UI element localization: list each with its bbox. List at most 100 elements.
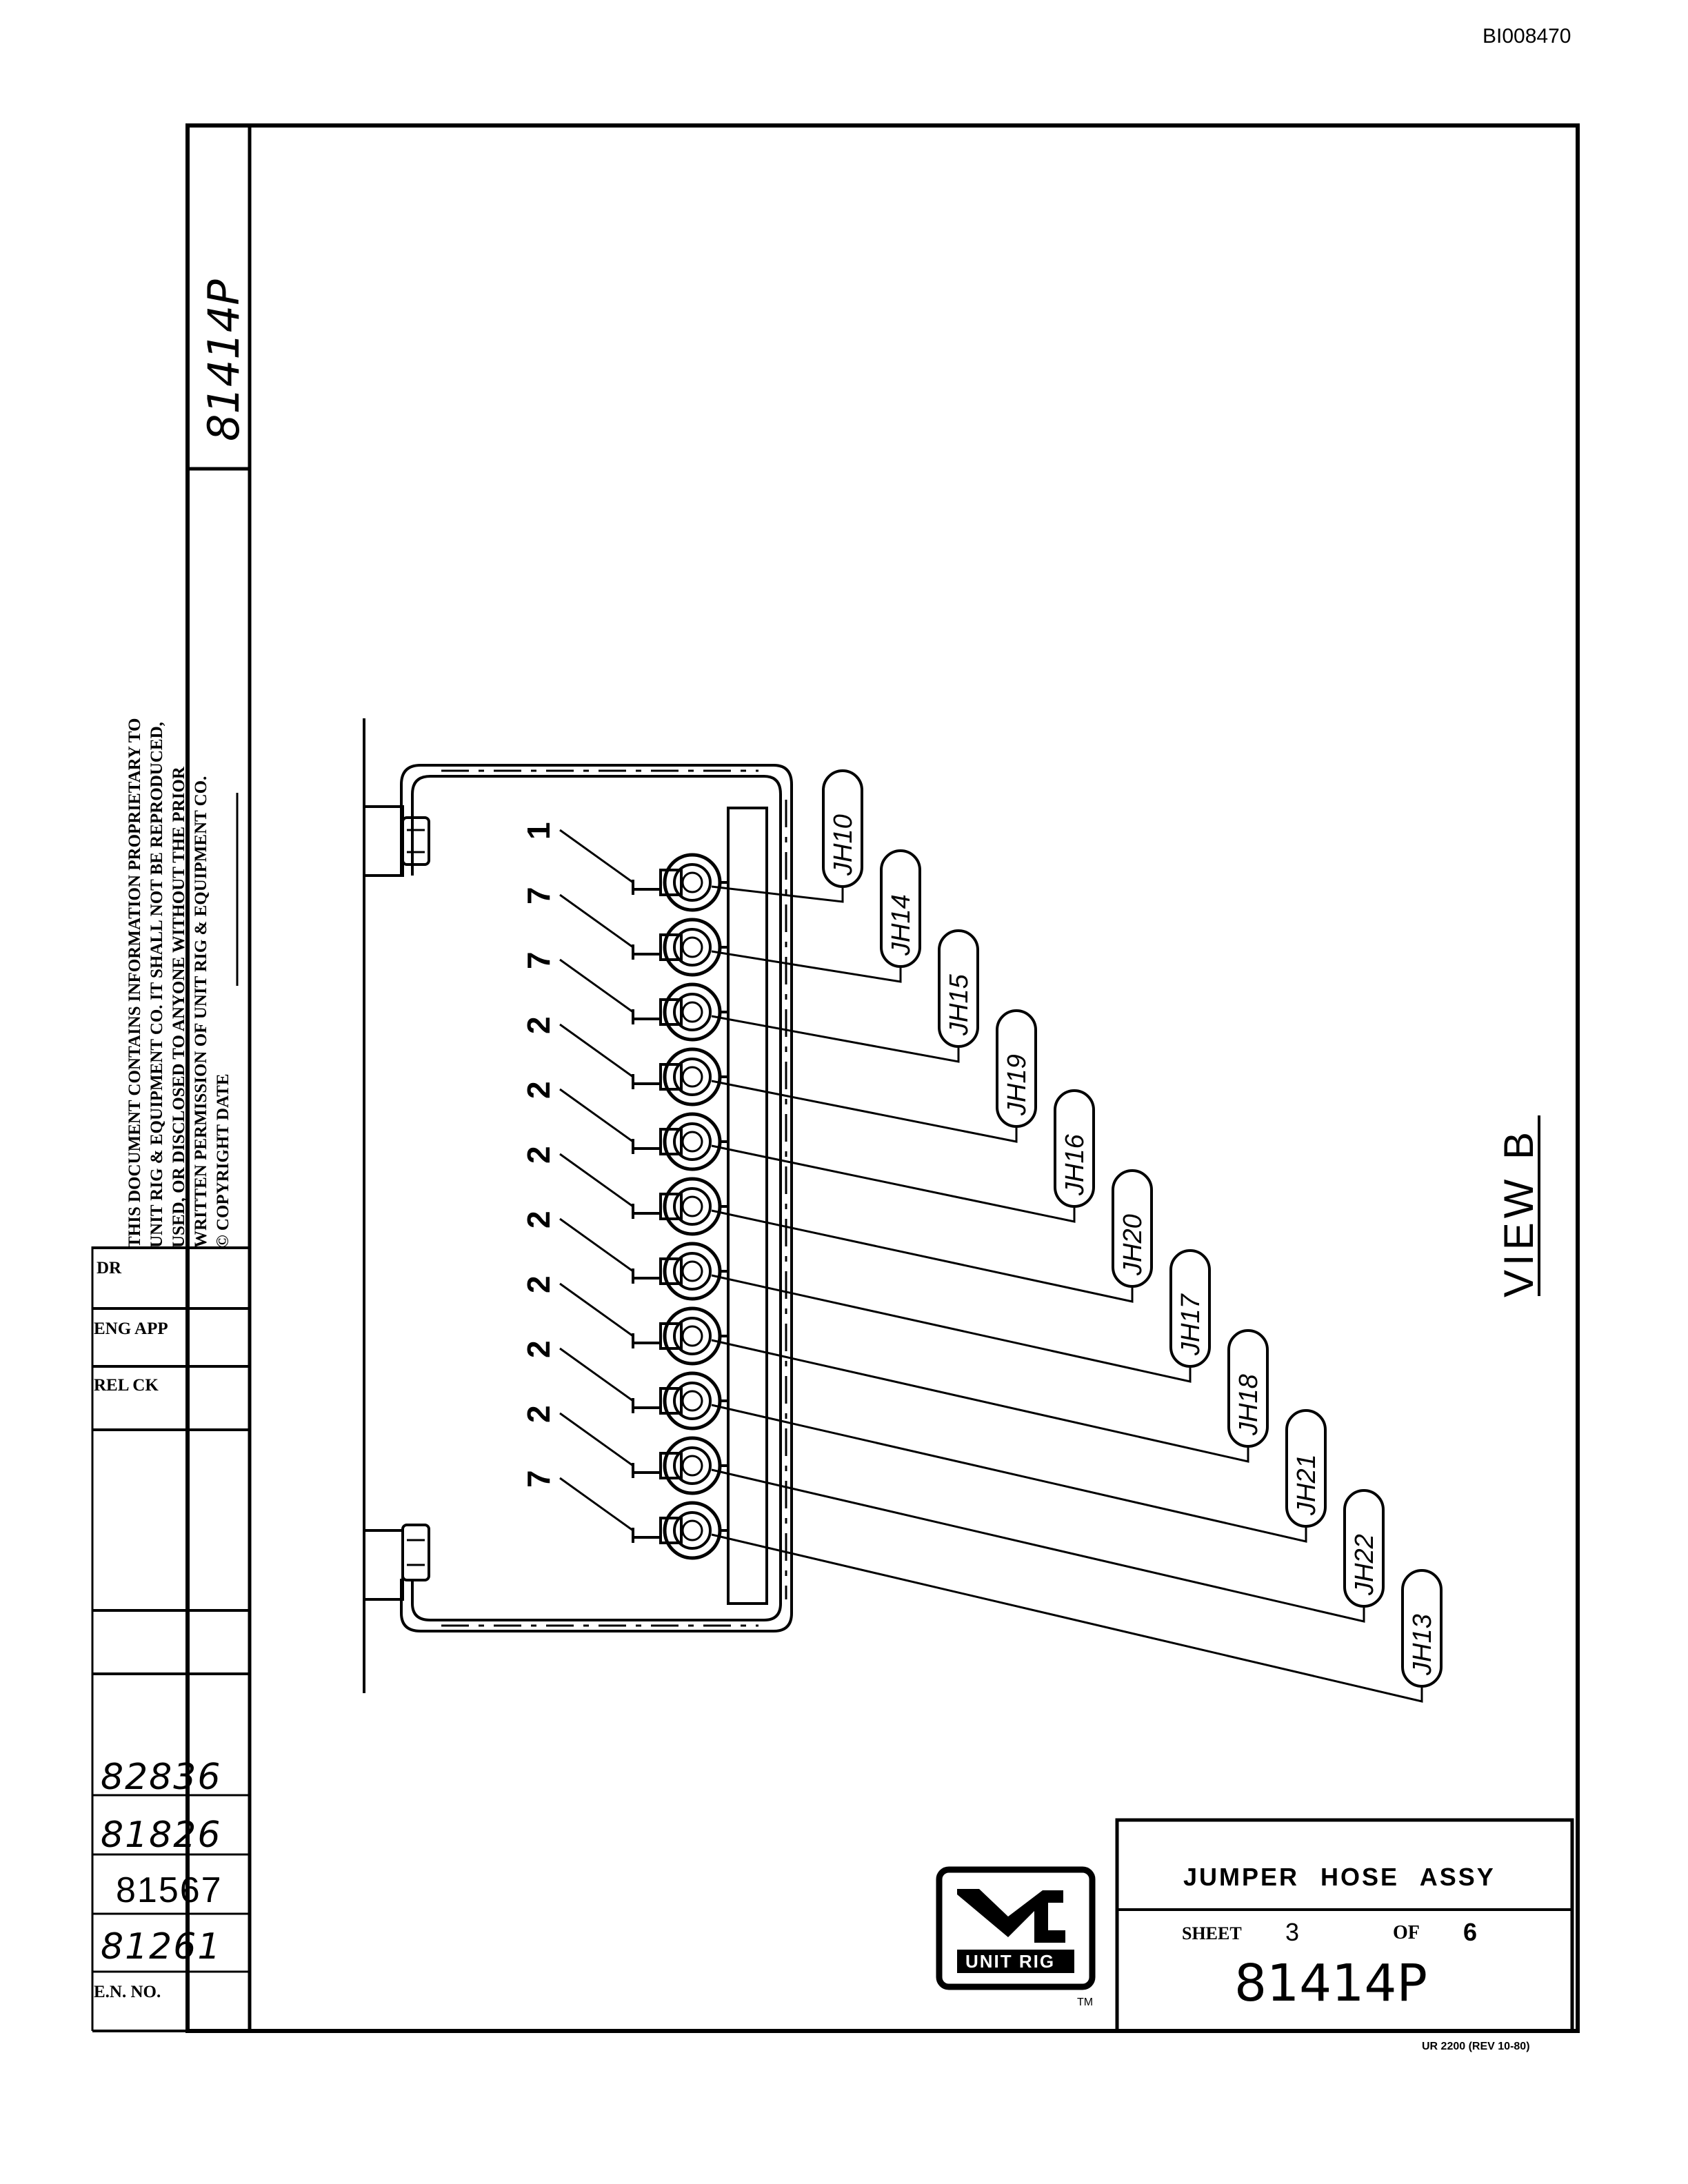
hose-label-bubble	[1401, 1569, 1443, 1688]
en-number: 81826	[101, 1814, 222, 1856]
hose-label: JH22	[1350, 1534, 1379, 1596]
fitting-bore	[681, 1455, 703, 1477]
hose-leader	[711, 1209, 1134, 1303]
fitting-bore	[681, 1325, 703, 1347]
trademark: TM	[1077, 1996, 1094, 2008]
hose-label-bubble	[822, 769, 863, 888]
bracket-top	[363, 805, 430, 877]
hose-label: JH15	[945, 973, 974, 1036]
hose-label: JH21	[1292, 1454, 1321, 1516]
hose-label: JH16	[1061, 1133, 1089, 1196]
title-block-drawing-number: 81414P	[1234, 1954, 1428, 2013]
fitting-bore	[681, 1519, 703, 1541]
unit-rig-logo	[936, 1866, 1096, 1990]
port-number: 2	[521, 1081, 556, 1099]
port-number: 1	[521, 822, 556, 840]
fitting-nut	[673, 1058, 712, 1096]
hose-label: JH13	[1408, 1614, 1437, 1676]
fitting-bore	[681, 1066, 703, 1088]
hose-label-bubble	[1227, 1329, 1269, 1448]
fitting-nut	[673, 1446, 712, 1485]
hose-label-bubbles: JH10JH14JH15JH19JH16JH20JH17JH18JH21JH22…	[822, 769, 1443, 1688]
port-number: 2	[521, 1016, 556, 1034]
port-number-leader	[559, 1217, 634, 1273]
en-no-label: E.N. NO.	[94, 1983, 161, 2001]
document-id: BI008470	[1483, 25, 1571, 48]
port-number-leader	[559, 1153, 634, 1208]
port-number-leader	[559, 1282, 634, 1337]
view-label: VIEW B	[1496, 1127, 1542, 1297]
port-number: 2	[521, 1211, 556, 1228]
fitting-bore	[681, 1390, 703, 1412]
hose-leader	[711, 1339, 1249, 1463]
port-number-leader	[559, 1347, 634, 1402]
hose-label-bubble	[1343, 1489, 1385, 1608]
fitting-bore	[681, 871, 703, 893]
port-number: 7	[521, 951, 556, 969]
hose-leader	[711, 1144, 1076, 1223]
drawing-number-sidebar: 81414P	[199, 279, 249, 441]
port-number-leader	[559, 1088, 634, 1143]
hose-label: JH18	[1234, 1374, 1263, 1436]
form-number: UR 2200 (REV 10-80)	[1422, 2041, 1530, 2052]
rel-ck-label: REL CK	[94, 1376, 159, 1395]
fitting-nut	[673, 928, 712, 967]
fitting-nut	[673, 1252, 712, 1291]
notice-line: USED, OR DISCLOSED TO ANYONE WITHOUT THE…	[170, 767, 188, 1248]
hose-leader	[711, 1468, 1365, 1623]
hose-label-bubble	[1054, 1089, 1095, 1208]
hose-label-bubble	[880, 849, 921, 968]
logo-text: UNIT RIG	[965, 1951, 1056, 1972]
notice-line: WRITTEN PERMISSION OF UNIT RIG & EQUIPME…	[192, 776, 210, 1248]
drawing-frame	[185, 123, 1580, 2033]
fitting-nut	[673, 863, 712, 902]
hose-leader	[711, 1404, 1307, 1543]
port-number-leader	[559, 1477, 634, 1532]
port-number-leader	[559, 958, 634, 1013]
fitting-bore	[681, 1260, 703, 1282]
hose-label-bubble	[996, 1009, 1037, 1128]
port-number: 7	[521, 1470, 556, 1488]
fitting-nut	[673, 1382, 712, 1420]
hose-leader	[711, 1080, 1018, 1143]
port-number: 2	[521, 1146, 556, 1164]
fitting-nut	[673, 1317, 712, 1355]
sheet-number: 3	[1285, 1918, 1300, 1946]
sheet-total: 6	[1463, 1918, 1478, 1946]
hose-label: JH17	[1176, 1293, 1205, 1356]
hose-label: JH19	[1003, 1054, 1032, 1116]
port-number-leader	[559, 893, 634, 949]
en-number: 81567	[116, 1870, 223, 1910]
proprietary-notice: THIS DOCUMENT CONTAINS INFORMATION PROPR…	[124, 718, 234, 1248]
en-number: 82836	[101, 1757, 222, 1798]
hose-leader	[711, 1533, 1423, 1703]
fitting-nut	[673, 1187, 712, 1226]
port-number-leader	[559, 829, 634, 884]
hose-leader	[711, 1274, 1192, 1383]
hose-label-bubble	[1285, 1409, 1327, 1528]
fitting-nut	[673, 993, 712, 1031]
hose-label-bubble	[1112, 1169, 1153, 1288]
notice-line: UNIT RIG & EQUIPMENT CO. IT SHALL NOT BE…	[148, 722, 166, 1248]
hose-label: JH20	[1118, 1214, 1147, 1276]
title-block-title: JUMPER HOSE ASSY	[1183, 1863, 1496, 1891]
port-number-leader	[559, 1412, 634, 1467]
hose-label: JH14	[887, 894, 916, 956]
port-fittings	[632, 853, 728, 1560]
sheet-label: SHEET	[1182, 1923, 1242, 1943]
notice-line: © COPYRIGHT DATE	[214, 1073, 232, 1248]
fitting-bore	[681, 1131, 703, 1153]
dr-label: DR	[97, 1259, 122, 1277]
fitting-bore	[681, 1001, 703, 1023]
manifold-outline	[400, 764, 793, 1632]
hose-leaders	[559, 829, 1423, 1703]
hose-label-bubble	[1169, 1249, 1211, 1368]
en-number: 81261	[101, 1926, 222, 1968]
port-number: 7	[521, 887, 556, 904]
fitting-nut	[673, 1511, 712, 1550]
port-number: 2	[521, 1275, 556, 1293]
notice-line: THIS DOCUMENT CONTAINS INFORMATION PROPR…	[125, 718, 144, 1248]
hose-leader	[711, 885, 844, 903]
eng-app-label: ENG APP	[94, 1320, 168, 1338]
